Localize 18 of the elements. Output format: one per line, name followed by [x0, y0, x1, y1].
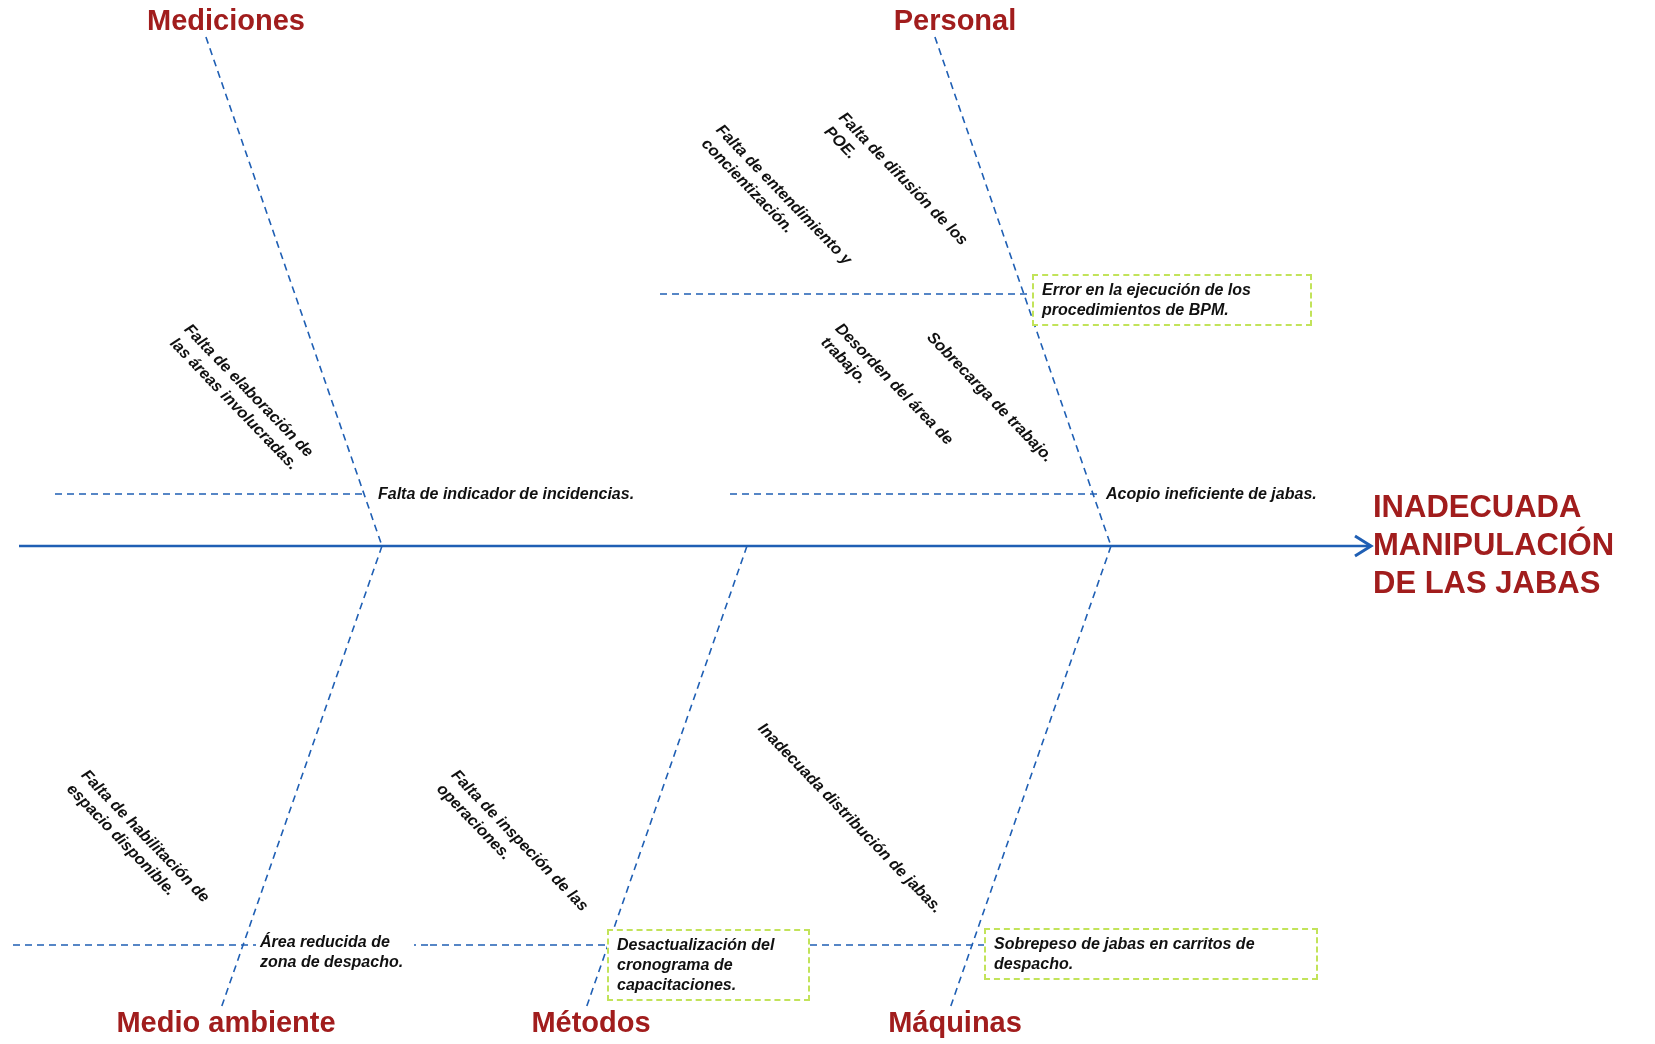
- category-title: Personal: [893, 4, 1017, 37]
- branch-line: [809, 944, 985, 946]
- spine-arrow: [19, 534, 1373, 558]
- cause-text: Acopio ineficiente de jabas.: [1106, 484, 1317, 504]
- category-title: Mediciones: [147, 4, 305, 37]
- category-title: Métodos: [531, 1006, 651, 1039]
- effect-title: INADECUADA MANIPULACIÓN DE LAS JABAS: [1373, 488, 1653, 602]
- cause-box: Desactualización del cronograma de capacitaciones.: [607, 929, 810, 1001]
- cause-box: Error en la ejecución de los procedimientos de BPM.: [1032, 274, 1312, 326]
- category-title: Máquinas: [888, 1006, 1022, 1039]
- bone-line: [221, 545, 383, 1007]
- cause-box: Sobrepeso de jabas en carritos de despacho.: [984, 928, 1318, 980]
- branch-line: [429, 944, 608, 946]
- cause-text: Área reducida de zona de despacho.: [256, 932, 414, 972]
- bone-line: [950, 545, 1112, 1007]
- bone-line: [586, 545, 748, 1007]
- category-title: Medio ambiente: [116, 1006, 336, 1039]
- cause-text: Falta de indicador de incidencias.: [378, 484, 635, 504]
